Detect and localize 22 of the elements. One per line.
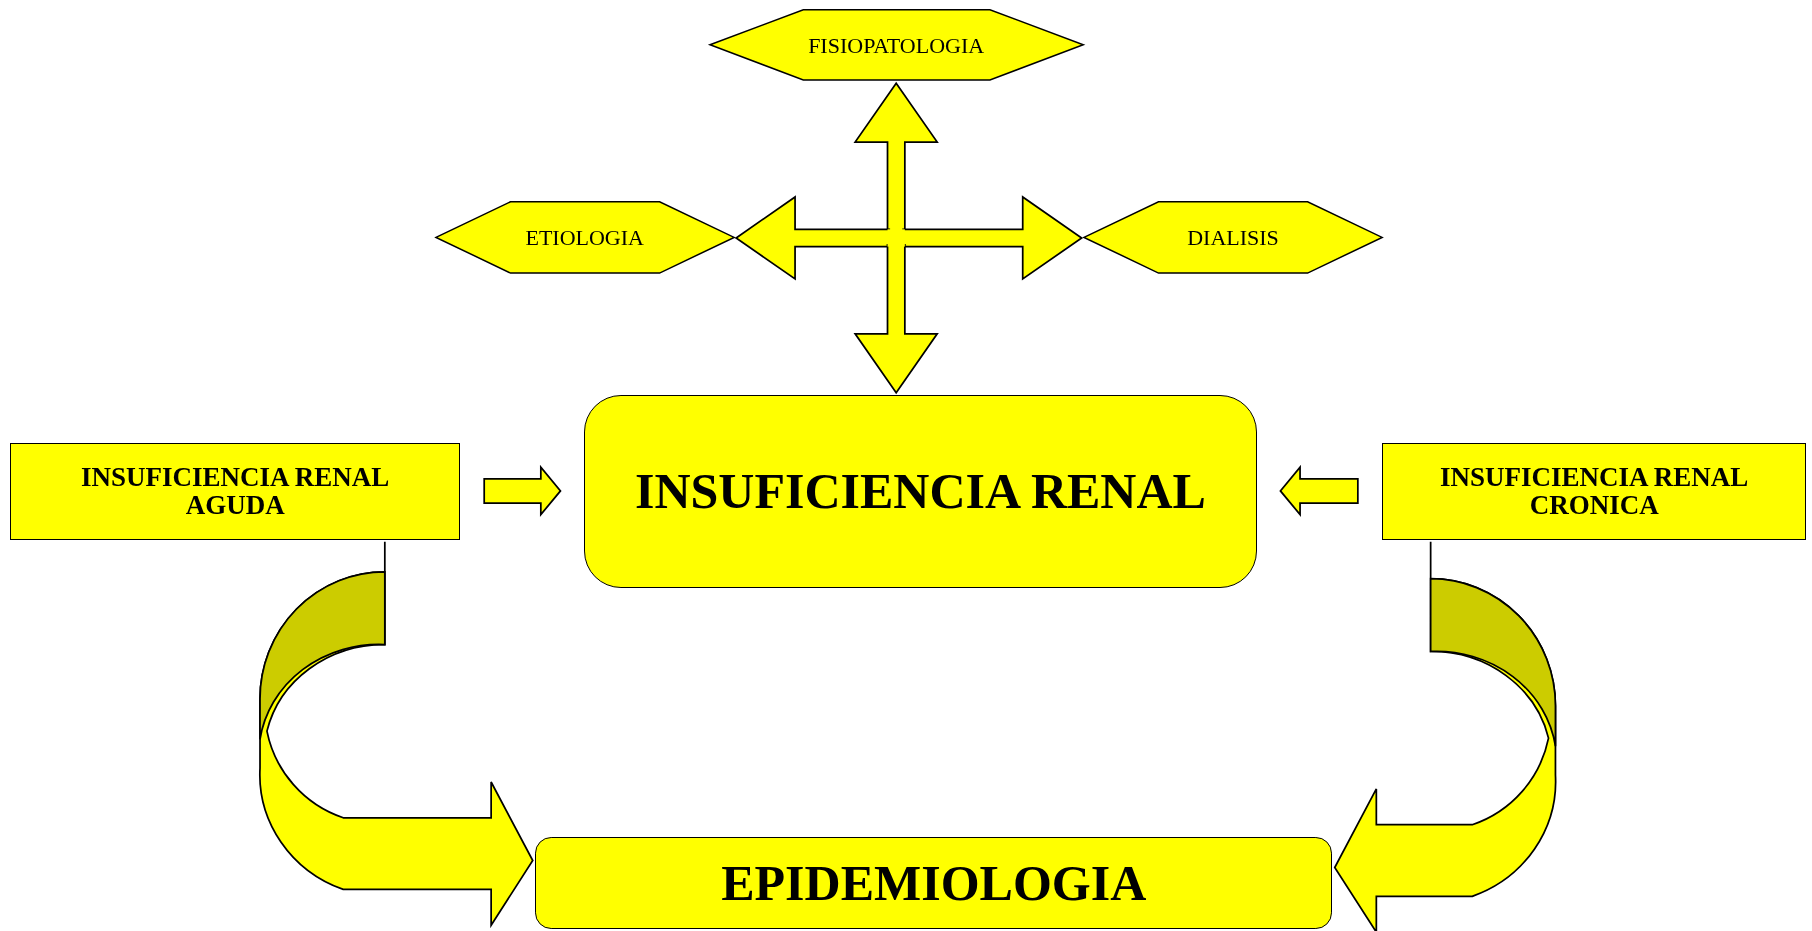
node-label: DIALISIS (1187, 225, 1279, 249)
process-box (583, 395, 1258, 589)
node-label: ETIOLOGIA (525, 225, 644, 249)
node-label: INSUFICIENCIA RENAL (634, 465, 1206, 518)
hexagon-box (1083, 201, 1383, 274)
block-arrow (902, 195, 1084, 281)
node-label: FISIOPATOLOGIA (808, 33, 985, 57)
node-label: INSUFICIENCIA RENAL AGUDA (80, 462, 391, 520)
process-box (1382, 442, 1807, 540)
block-arrow (483, 464, 562, 517)
block-arrow (853, 81, 939, 232)
node-label: EPIDEMIOLOGIA (721, 856, 1147, 910)
hexagon-box (435, 201, 734, 274)
process-box (535, 836, 1333, 930)
block-arrow (853, 244, 939, 395)
process-box (10, 442, 460, 540)
curved-arrow (259, 540, 534, 927)
node-label: INSUFICIENCIA RENAL CRONICA (1439, 462, 1750, 520)
curved-arrow (1333, 540, 1557, 931)
hexagon-box (709, 9, 1083, 81)
block-arrow (1279, 464, 1359, 517)
block-arrow (734, 195, 891, 281)
